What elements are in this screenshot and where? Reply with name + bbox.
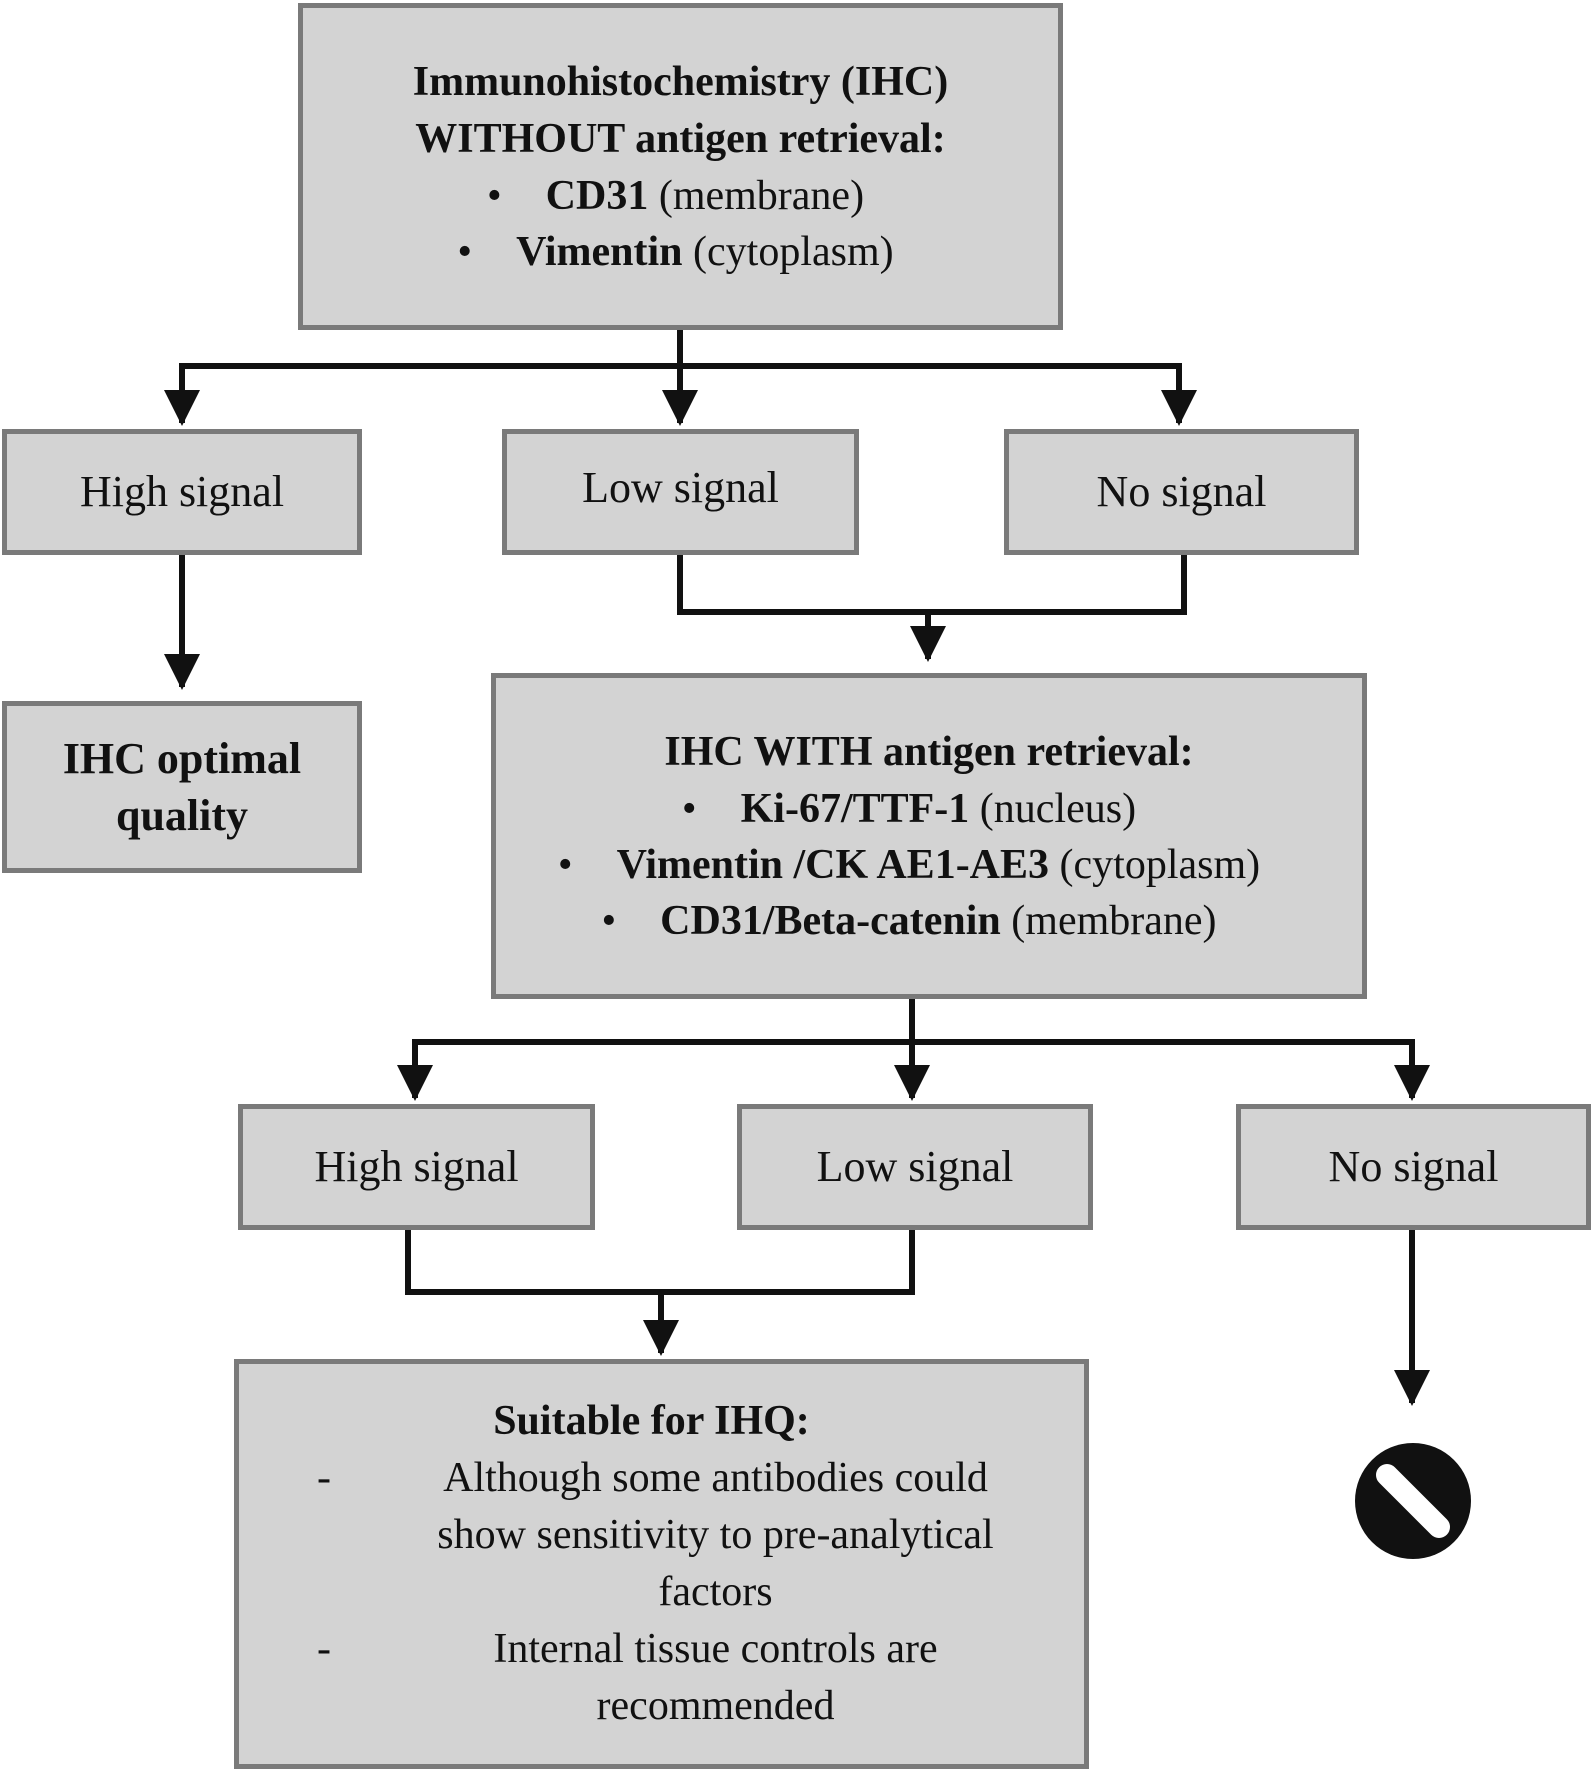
marker-location: (cytoplasm) [693,228,894,275]
step1-title-line1: Immunohistochemistry (IHC) [412,58,949,105]
dash-icon: - [317,1626,331,1672]
marker-location: (membrane) [1011,897,1217,944]
ihc-optimal-quality-box: IHC optimal quality [2,701,362,873]
outcome-label: High signal [314,1142,519,1191]
step2-marker: • Vimentin /CK AE1-AE3 (cytoplasm) [466,837,1352,893]
outcome-label: Low signal [816,1142,1014,1191]
marker-name: Vimentin [516,228,683,275]
note-line: Internal tissue controls are [493,1626,938,1672]
marker-location: (nucleus) [979,785,1137,832]
step2-marker: • CD31/Beta-catenin (membrane) [466,893,1352,949]
ihc-with-retrieval-box: IHC WITH antigen retrieval: • Ki-67/TTF-1… [491,673,1367,999]
merge-high-low-2 [405,1227,915,1295]
outcome-label: High signal [79,467,285,516]
optimal-line1: IHC optimal [62,734,302,783]
step2-marker: • Ki-67/TTF-1 (nucleus) [466,781,1352,837]
bullet-icon: • [486,172,502,219]
marker-name: CD31/Beta-catenin [660,897,1001,944]
marker-name: Vimentin /CK AE1-AE3 [616,841,1050,888]
note-line: factors [658,1569,773,1615]
step1-title-line2: WITHOUT antigen retrieval: [415,115,946,162]
note-line: show sensitivity to pre-analytical [437,1512,994,1558]
outcome-label: No signal [1328,1142,1499,1191]
suitable-title: Suitable for IHQ: [493,1398,810,1444]
marker-name: CD31 [545,172,649,219]
optimal-line2: quality [115,791,249,840]
step1-marker: • CD31 (membrane) [303,168,1048,224]
merge-low-none-1 [677,552,1187,615]
outcome-label: No signal [1096,467,1267,516]
bullet-icon: • [681,785,697,832]
note-line: Although some antibodies could [443,1455,988,1501]
step1-no-signal-box: No signal [1004,429,1359,555]
step2-low-signal-box: Low signal [737,1104,1093,1230]
suitable-note: - Internal tissue controls are recommend… [239,1621,1084,1735]
suitable-for-ihq-box: Suitable for IHQ: - Although some antibo… [234,1359,1089,1769]
bullet-icon: • [601,897,617,944]
step1-high-signal-box: High signal [2,429,362,555]
marker-name: Ki-67/TTF-1 [740,785,970,832]
marker-location: (cytoplasm) [1059,841,1261,888]
step2-no-signal-box: No signal [1236,1104,1591,1230]
outcome-label: Low signal [582,463,779,512]
bullet-icon: • [457,228,473,275]
suitable-note: - Although some antibodies could show se… [239,1450,1084,1621]
note-line: recommended [596,1683,835,1729]
step2-high-signal-box: High signal [238,1104,595,1230]
step1-marker: • Vimentin (cytoplasm) [303,224,1048,280]
prohibited-icon [1355,1443,1471,1559]
ihc-without-retrieval-box: Immunohistochemistry (IHC) WITHOUT antig… [298,3,1063,330]
step2-title: IHC WITH antigen retrieval: [664,728,1194,775]
dash-icon: - [317,1455,331,1501]
step1-low-signal-box: Low signal [502,429,859,555]
marker-location: (membrane) [658,172,865,219]
bullet-icon: • [557,841,573,888]
